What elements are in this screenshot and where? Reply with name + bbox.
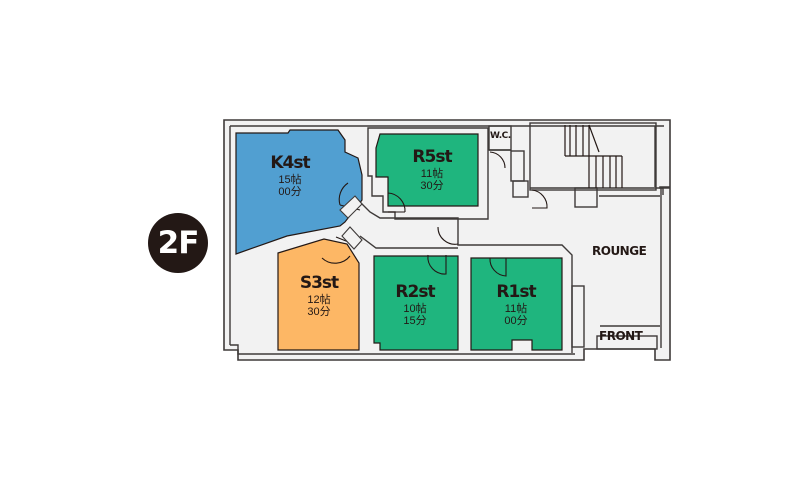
room-label-r2st: R2st 10帖 15分	[395, 282, 435, 328]
floor-badge: 2F	[148, 213, 208, 273]
room-r5st[interactable]	[375, 133, 479, 207]
floor-label: 2F	[157, 225, 200, 261]
front-label: FRONT	[599, 329, 643, 343]
room-r2st[interactable]	[373, 255, 459, 351]
lounge-label: ROUNGE	[592, 244, 647, 258]
wc-label: W.C.	[490, 131, 511, 141]
room-k4st[interactable]	[235, 129, 363, 255]
room-s3st[interactable]	[277, 238, 360, 351]
stairs	[564, 124, 623, 188]
room-label-r5st: R5st 11帖 30分	[412, 147, 452, 193]
room-r1st[interactable]	[470, 257, 563, 351]
room-label-s3st: S3st 12帖 30分	[299, 273, 339, 319]
room-label-r1st: R1st 11帖 00分	[496, 282, 536, 328]
room-label-k4st: K4st 15帖 00分	[270, 153, 310, 199]
